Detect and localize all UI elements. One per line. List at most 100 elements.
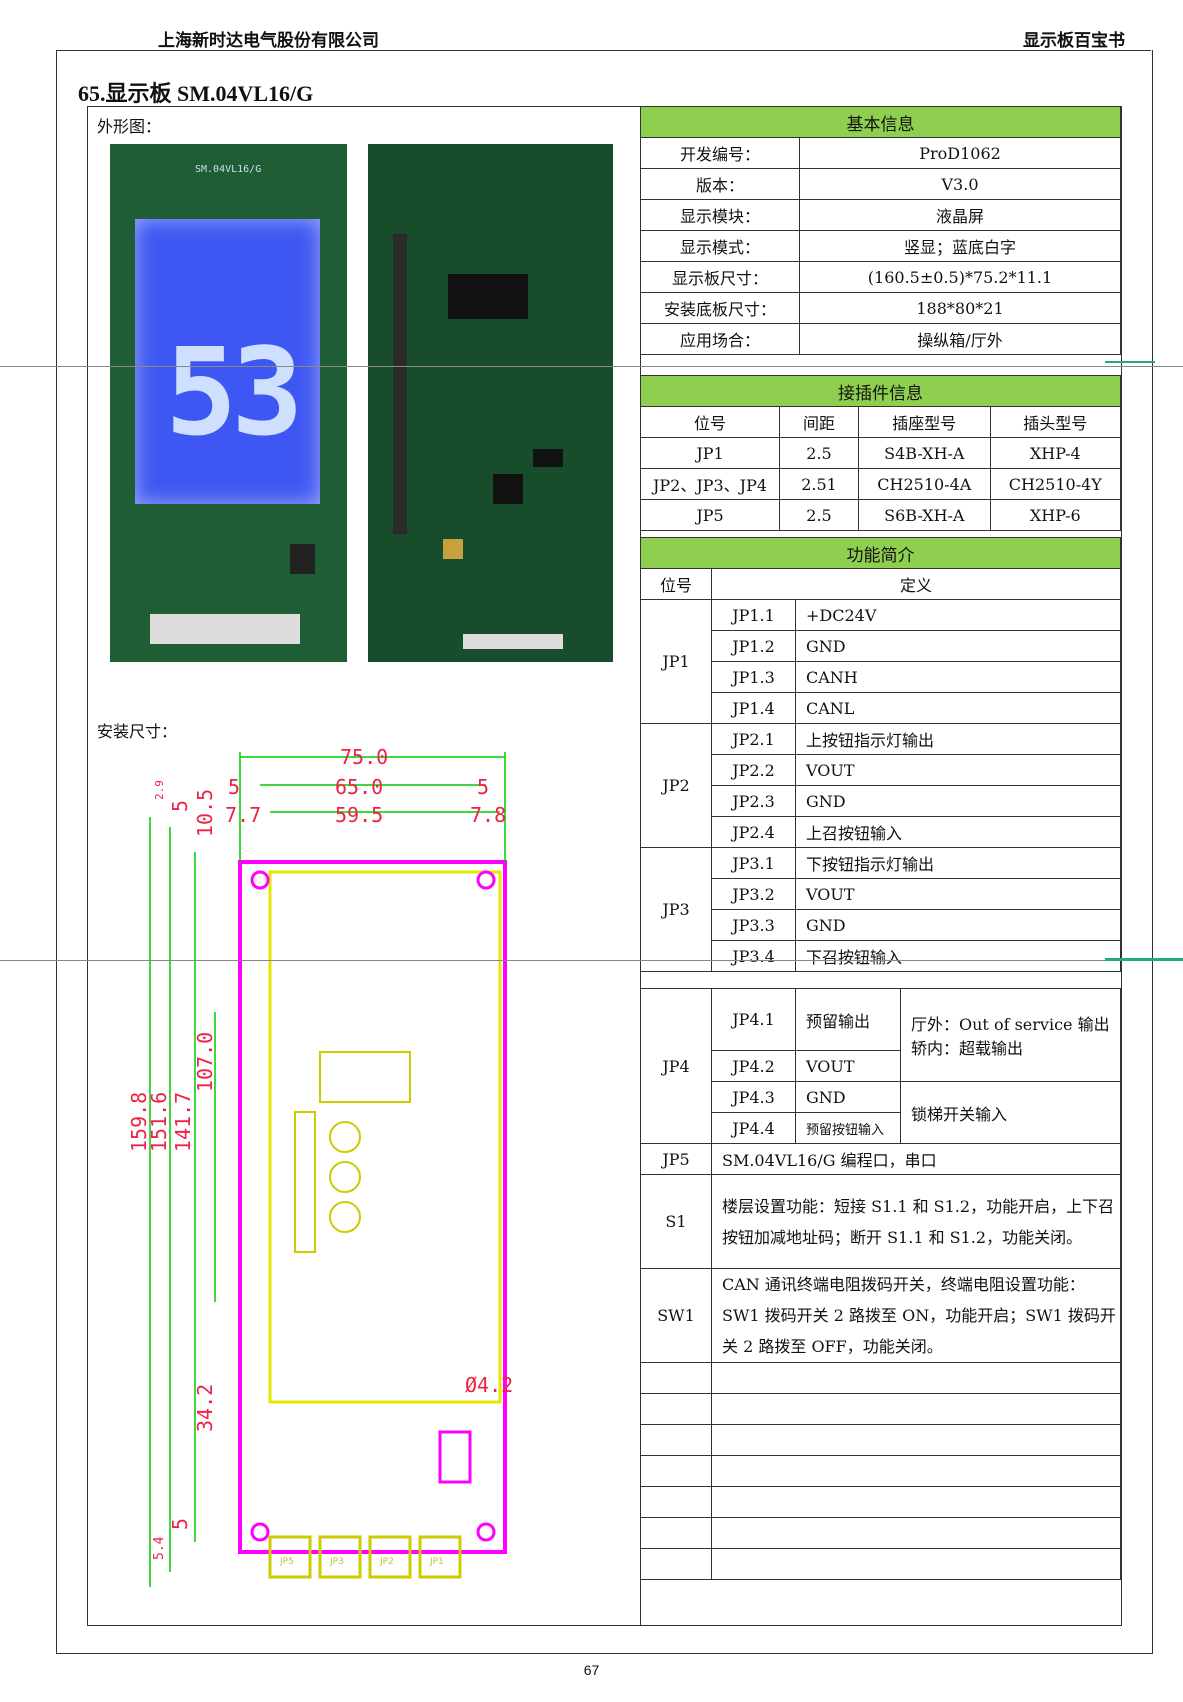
pin-def: 楼层设置功能：短接 S1.1 和 S1.2，功能开启，上下召按钮加减地址码；断开…	[711, 1174, 1121, 1269]
pin-def: CAN 通讯终端电阻拨码开关，终端电阻设置功能：SW1 拨码开关 2 路拨至 O…	[711, 1268, 1121, 1363]
mount-hole-bl	[250, 1522, 270, 1542]
pin: JP2.3	[711, 785, 796, 817]
dim-7-8: 7.8	[470, 803, 506, 827]
dim-7-7: 7.7	[225, 803, 261, 827]
seam-marker	[1105, 958, 1183, 961]
jp4-note-1: 厅外：Out of service 输出轿内：超载输出	[900, 988, 1121, 1082]
inductor	[443, 539, 463, 559]
pin: JP3.4	[711, 940, 796, 972]
note-line: 轿内：超载输出	[911, 1039, 1024, 1058]
col-header: 定义	[711, 568, 1121, 600]
pin: JP1.2	[711, 630, 796, 662]
dim-159-8: 159.8	[127, 1092, 151, 1152]
cell: XHP-6	[989, 499, 1122, 531]
label-jp3: JP3	[329, 1557, 344, 1567]
pin-def: 上召按钮输入	[795, 816, 1121, 848]
col-header: 插头型号	[989, 406, 1122, 438]
header-company: 上海新时达电气股份有限公司	[158, 31, 379, 51]
cell: 显示模式：	[640, 230, 800, 262]
empty-cell	[711, 1424, 1121, 1456]
cell: S4B-XH-A	[858, 437, 991, 469]
empty-cell	[711, 1548, 1121, 1580]
pin-def: 预留输出	[795, 988, 901, 1051]
dim-5-left: 5	[228, 775, 240, 799]
empty-cell	[640, 1548, 712, 1580]
cell: 开发编号：	[640, 137, 800, 169]
pin-group: SW1	[640, 1268, 712, 1363]
outline-label: 外形图：	[97, 117, 162, 136]
cell: XHP-4	[989, 437, 1122, 469]
mechanical-drawing: 75.0 5 65.0 5 7.7 59.5 7.8 Ø4.2 2.9 5 10…	[127, 745, 513, 1587]
header-footprint	[294, 1111, 316, 1253]
pin: JP1.1	[711, 599, 796, 631]
cell: CH2510-4Y	[989, 468, 1122, 500]
pin: JP3.3	[711, 909, 796, 941]
pin: JP3.1	[711, 847, 796, 879]
cell: 应用场合：	[640, 323, 800, 355]
conn-jp2	[368, 1535, 412, 1579]
lcd-header-pins	[393, 234, 407, 534]
header-rule	[56, 50, 1151, 51]
lcd-screen	[135, 219, 320, 504]
dim-75: 75.0	[340, 745, 388, 769]
basic-info-table: 基本信息 开发编号：ProD1062 版本：V3.0 显示模块：液晶屏 显示模式…	[640, 106, 1121, 355]
cell: V3.0	[799, 168, 1121, 200]
empty-cell	[711, 1393, 1121, 1425]
connector-heading: 接插件信息	[640, 375, 1121, 407]
board-outline	[238, 860, 507, 1554]
pin: JP3.2	[711, 878, 796, 910]
back-connectors	[463, 634, 563, 649]
led-1	[329, 1121, 361, 1153]
empty-cell	[640, 1424, 712, 1456]
col-header: 间距	[779, 406, 859, 438]
cell: 2.51	[779, 468, 859, 500]
function-heading: 功能简介	[640, 537, 1121, 569]
mount-hole-tl	[250, 870, 270, 890]
cell: (160.5±0.5)*75.2*11.1	[799, 261, 1121, 293]
cell: JP1	[640, 437, 780, 469]
label-jp5: JP5	[279, 1557, 294, 1567]
cell: 安装底板尺寸：	[640, 292, 800, 324]
pcb-silkscreen: SM.04VL16/G	[195, 164, 262, 175]
note-line: 厅外：Out of service 输出	[911, 1015, 1110, 1034]
dim-10-5: 10.5	[193, 789, 217, 837]
scan-seam	[0, 960, 1183, 961]
dim-34-2: 34.2	[193, 1384, 217, 1432]
empty-cell	[640, 1517, 712, 1549]
dimension-lines	[149, 752, 506, 1587]
pin-group: JP3	[640, 847, 712, 972]
cell: 版本：	[640, 168, 800, 200]
cell: JP2、JP3、JP4	[640, 468, 780, 500]
seam-marker	[1105, 361, 1155, 363]
pin-group: S1	[640, 1174, 712, 1269]
mcu-chip	[493, 474, 523, 504]
cell: 显示板尺寸：	[640, 261, 800, 293]
function-table-lower: JP4 JP4.1 预留输出 厅外：Out of service 输出轿内：超载…	[640, 988, 1121, 1580]
lcd-digits: 53	[165, 324, 303, 463]
dim-141-7: 141.7	[171, 1092, 195, 1152]
mount-hole-tr	[476, 870, 496, 890]
empty-cell	[640, 1362, 712, 1394]
label-jp2: JP2	[379, 1557, 394, 1567]
col-header: 位号	[640, 406, 780, 438]
back-board-photo	[368, 144, 613, 662]
dim-151-6: 151.6	[147, 1092, 171, 1152]
pin: JP1.4	[711, 692, 796, 724]
pin-def: GND	[795, 909, 1121, 941]
pin-def: CANL	[795, 692, 1121, 724]
pin: JP4.1	[711, 988, 796, 1051]
cell: 操纵箱/厅外	[799, 323, 1121, 355]
pin-def: 预留按钮输入	[795, 1112, 901, 1144]
dim-2-9: 2.9	[153, 780, 166, 800]
pin: JP2.4	[711, 816, 796, 848]
dim-5-right: 5	[477, 775, 489, 799]
pin: JP2.1	[711, 723, 796, 755]
empty-cell	[640, 1455, 712, 1487]
cell: 2.5	[779, 499, 859, 531]
empty-cell	[711, 1362, 1121, 1394]
pin-def: VOUT	[795, 878, 1121, 910]
section-title: 65.显示板 SM.04VL16/G	[78, 81, 314, 106]
empty-cell	[640, 1486, 712, 1518]
cell: S6B-XH-A	[858, 499, 991, 531]
